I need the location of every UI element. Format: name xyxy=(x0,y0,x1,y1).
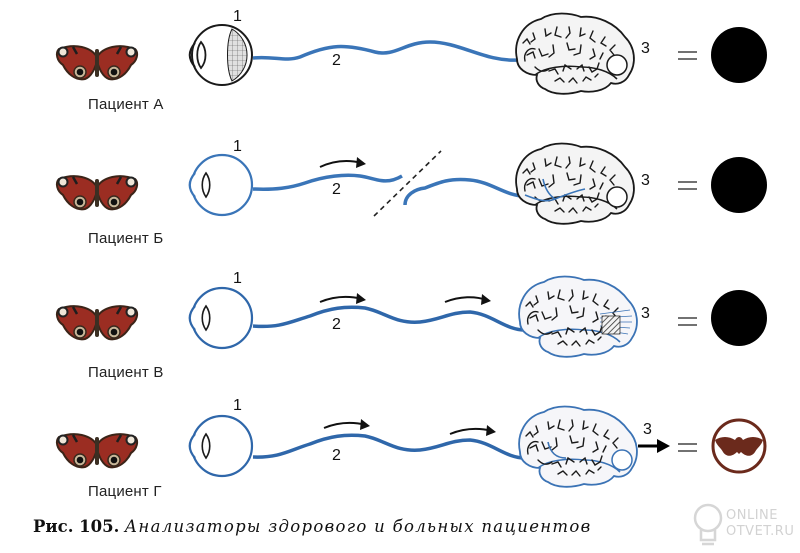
eye-receptor-icon xyxy=(188,286,254,350)
patient-label: Пациент Г xyxy=(88,483,162,500)
patient-label: Пациент Б xyxy=(88,230,164,247)
arrowhead-icon xyxy=(356,293,366,304)
visual-center-icon xyxy=(611,449,633,471)
perception-black-dot xyxy=(711,27,767,83)
butterfly-stimulus-icon xyxy=(55,432,139,469)
perception-butterfly-image xyxy=(711,418,767,474)
watermark-line-2: OTVET.RU xyxy=(726,524,795,539)
signal-arrow-icon xyxy=(444,296,488,303)
brain-cortex-icon xyxy=(518,405,638,488)
receptor-label: 1 xyxy=(233,8,242,25)
perception-black-dot xyxy=(711,290,767,346)
receptor-label: 1 xyxy=(233,397,242,414)
patient-label: Пациент В xyxy=(88,364,164,381)
arrowhead-icon xyxy=(356,157,366,168)
signal-arrow-icon xyxy=(319,160,363,168)
visual-center-icon xyxy=(606,186,628,208)
eye-receptor-icon xyxy=(188,153,254,217)
butterfly-stimulus-icon xyxy=(55,304,139,341)
optic-nerve xyxy=(252,40,519,62)
patient-a-row xyxy=(55,12,767,95)
center-label: 3 xyxy=(641,172,650,189)
receptor-label: 1 xyxy=(233,138,242,155)
pathway-label: 2 xyxy=(332,447,341,464)
center-label: 3 xyxy=(643,421,652,438)
watermark: ONLINE OTVET.RU xyxy=(690,500,800,550)
signal-arrow-icon xyxy=(323,422,367,429)
perception-black-dot xyxy=(711,157,767,213)
receptor-label: 1 xyxy=(233,270,242,287)
visual-center-icon xyxy=(606,54,628,76)
pathway-label: 2 xyxy=(332,316,341,333)
signal-arrow-icon xyxy=(449,428,493,435)
optic-nerve-distal xyxy=(403,177,526,206)
brain-cortex-icon xyxy=(515,12,635,95)
damaged-center-icon xyxy=(601,315,621,335)
optic-nerve xyxy=(252,173,403,191)
arrowhead-icon xyxy=(486,425,496,436)
eye-receptor-icon xyxy=(188,24,253,86)
patient-g-row xyxy=(55,405,767,488)
optic-nerve xyxy=(252,305,526,332)
equals-signs xyxy=(678,51,697,452)
arrowhead-icon xyxy=(657,439,670,453)
brain-cortex-icon xyxy=(518,275,638,358)
patient-b-row xyxy=(55,142,767,225)
caption-number: Рис. 105. xyxy=(33,517,120,536)
nerve-break-line xyxy=(373,150,442,217)
eye-receptor-icon xyxy=(188,414,254,478)
figure-caption: Рис. 105. Анализаторы здорового и больны… xyxy=(33,517,592,536)
brain-cortex-icon xyxy=(515,142,635,225)
caption-title: Анализаторы здорового и больных пациенто… xyxy=(124,517,592,536)
butterfly-stimulus-icon xyxy=(55,44,139,81)
center-label: 3 xyxy=(641,40,650,57)
arrowhead-icon xyxy=(481,294,491,305)
optic-nerve xyxy=(252,433,526,460)
patient-label: Пациент А xyxy=(88,96,164,113)
arrowhead-icon xyxy=(360,419,370,430)
pathway-label: 2 xyxy=(332,181,341,198)
patient-v-row xyxy=(55,275,767,358)
butterfly-stimulus-icon xyxy=(55,174,139,211)
pathway-label: 2 xyxy=(332,52,341,69)
center-label: 3 xyxy=(641,305,650,322)
watermark-bulb-icon xyxy=(693,503,723,546)
watermark-line-1: ONLINE xyxy=(726,508,778,523)
signal-arrow-icon xyxy=(319,296,363,303)
